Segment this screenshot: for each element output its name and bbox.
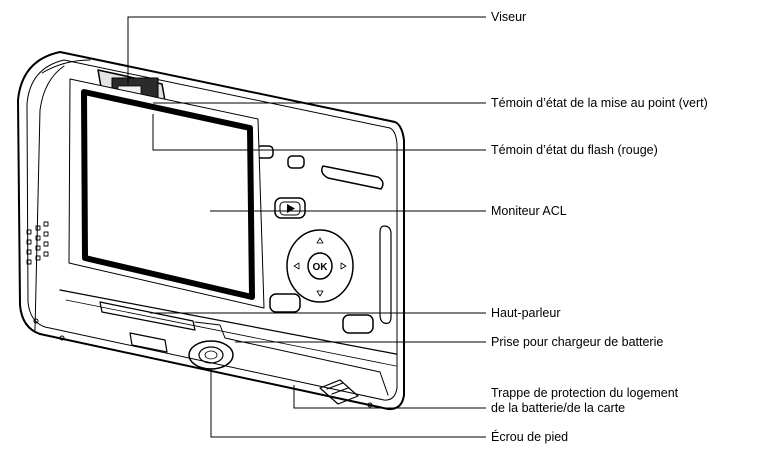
top-button-3[interactable] bbox=[287, 155, 305, 169]
lower-right-button[interactable] bbox=[342, 314, 374, 334]
label-battery-door-line1: Trappe de protection du logement bbox=[491, 386, 679, 400]
zoom-lever[interactable] bbox=[321, 165, 384, 190]
four-way-controller[interactable] bbox=[286, 229, 354, 303]
label-speaker: Haut-parleur bbox=[491, 306, 560, 320]
play-button[interactable] bbox=[274, 197, 306, 219]
label-flash-indicator: Témoin d’état du flash (rouge) bbox=[491, 143, 658, 157]
leader-lines bbox=[127, 16, 486, 438]
label-viseur: Viseur bbox=[491, 10, 526, 24]
right-grip bbox=[379, 225, 392, 324]
label-lcd-monitor: Moniteur ACL bbox=[491, 204, 567, 218]
ok-label: OK bbox=[313, 262, 329, 273]
label-focus-indicator: Témoin d’état de la mise au point (vert) bbox=[491, 96, 708, 110]
menu-button[interactable] bbox=[269, 293, 301, 313]
speaker-grille bbox=[26, 221, 49, 265]
label-charger-socket: Prise pour chargeur de batterie bbox=[491, 335, 663, 349]
charger-socket bbox=[129, 332, 168, 353]
label-tripod-socket: Écrou de pied bbox=[491, 429, 568, 444]
speaker-slot bbox=[99, 301, 196, 331]
lcd-monitor bbox=[68, 78, 265, 309]
label-battery-door-line2: de la batterie/de la carte bbox=[491, 401, 625, 415]
battery-door-latch[interactable] bbox=[319, 379, 359, 405]
